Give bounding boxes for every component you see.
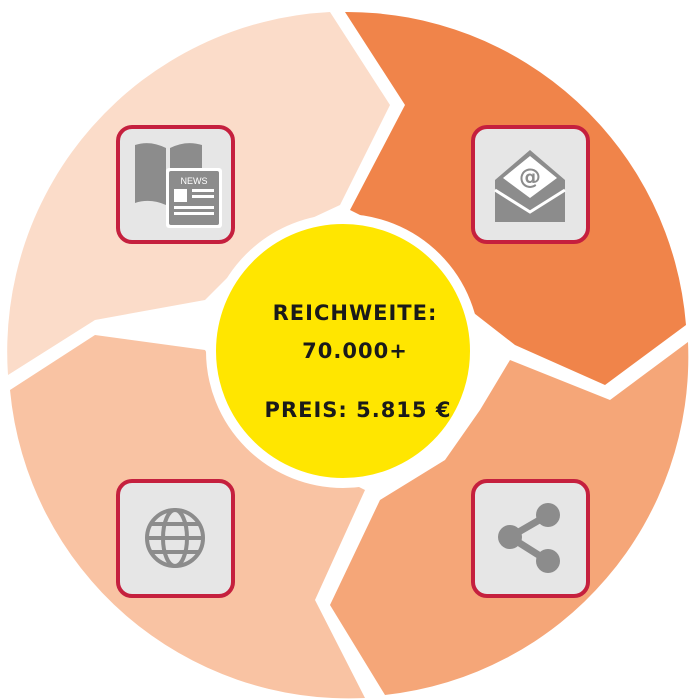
tile-web <box>116 479 235 598</box>
email-at-icon: @ <box>494 150 566 222</box>
news-label: NEWS <box>181 176 208 186</box>
center-circle <box>206 214 480 488</box>
globe-icon <box>145 508 205 568</box>
tile-social <box>471 479 590 598</box>
share-icon <box>498 503 560 573</box>
svg-text:@: @ <box>519 165 541 190</box>
tile-print: NEWS <box>116 125 235 244</box>
newspaper-icon: NEWS <box>135 143 222 228</box>
reach-value: 70.000+ <box>302 339 408 363</box>
reach-label: REICHWEITE: <box>273 301 438 325</box>
tile-email: @ <box>471 125 590 244</box>
price-label: PREIS: 5.815 € <box>265 398 452 422</box>
